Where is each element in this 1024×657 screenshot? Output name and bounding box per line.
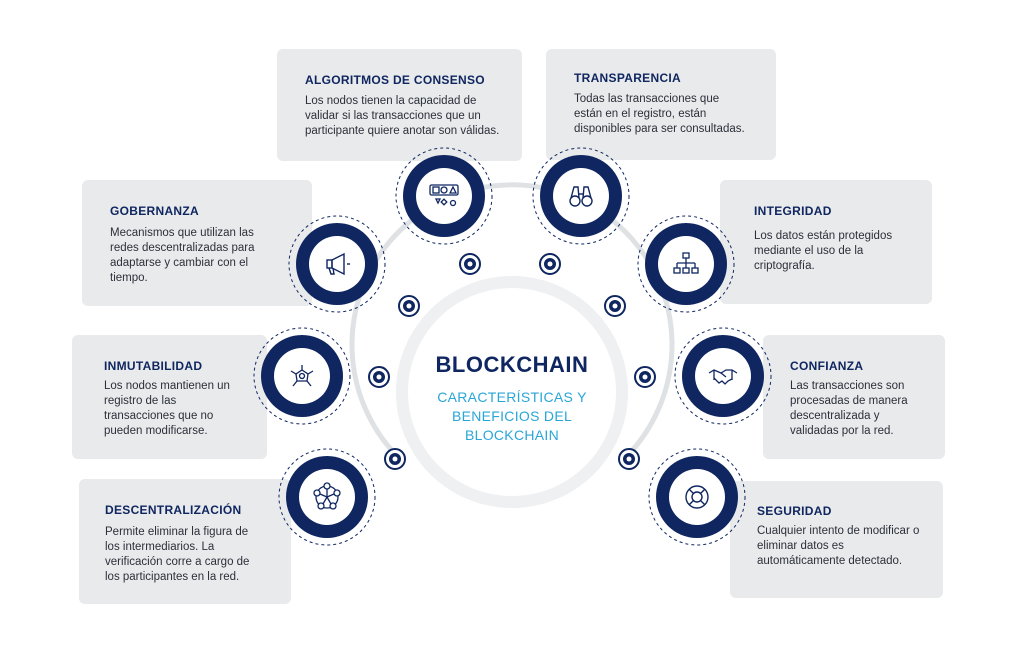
feature-title: INTEGRIDAD xyxy=(754,204,832,218)
feature-card-gobernanza: GOBERNANZA Mecanismos que utilizan las r… xyxy=(82,180,312,306)
feature-card-seguridad: SEGURIDAD Cualquier intento de modificar… xyxy=(730,481,943,598)
description-line: criptografía. xyxy=(754,260,815,272)
medallion-seguridad xyxy=(648,448,746,546)
handshake-icon xyxy=(708,369,738,385)
description-line: descentralizada y xyxy=(790,410,880,422)
subtitle-line: BLOCKCHAIN xyxy=(464,427,560,443)
feature-title: SEGURIDAD xyxy=(757,504,832,518)
description-line: Permite eliminar la figura de xyxy=(105,526,249,538)
description-line: validar si las transacciones que un xyxy=(305,110,481,122)
feature-description: Mecanismos que utilizan las redes descen… xyxy=(110,226,254,286)
megaphone-icon xyxy=(326,252,350,276)
subtitle-line: BENEFICIOS DEL xyxy=(451,408,573,424)
medallion-integridad xyxy=(637,215,735,313)
outer-arc xyxy=(349,182,675,457)
connector-dot xyxy=(459,253,481,275)
description-line: registro de las xyxy=(104,395,177,407)
feature-description: Los nodos mantienen un registro de las t… xyxy=(104,379,230,439)
description-line: adaptarse y cambiar con el xyxy=(110,257,249,269)
feature-description: Las transacciones son procesadas de mane… xyxy=(790,379,908,439)
medallion-algoritmos xyxy=(395,147,493,245)
feature-title: CONFIANZA xyxy=(790,359,864,373)
medallion-gobernanza xyxy=(288,215,386,313)
connector-dot xyxy=(368,366,390,388)
medallion-inmutabilidad xyxy=(253,327,351,425)
description-line: mediante el uso de la xyxy=(754,245,864,257)
feature-description: Los datos están protegidos mediante el u… xyxy=(754,229,892,274)
description-line: participante quiere anotar son válidas. xyxy=(305,125,500,137)
description-line: validadas por la red. xyxy=(790,425,894,437)
medallion-descentralizacion xyxy=(278,448,376,546)
description-line: Los datos están protegidos xyxy=(754,230,893,242)
description-line: Mecanismos que utilizan las xyxy=(110,227,254,239)
binoculars-icon xyxy=(569,186,593,207)
network-icon xyxy=(290,365,314,387)
center-circle-inner xyxy=(408,288,616,496)
feature-title: ALGORITMOS DE CONSENSO xyxy=(305,73,485,87)
description-line: verificación corre a cargo de xyxy=(105,556,250,568)
hierarchy-icon xyxy=(673,252,699,274)
feature-card-descentralizacion: DESCENTRALIZACIÓN Permite eliminar la fi… xyxy=(79,479,291,604)
connector-dot xyxy=(384,448,406,470)
connector-dot xyxy=(604,295,626,317)
feature-card-transparencia: TRANSPARENCIA Todas las transacciones qu… xyxy=(546,49,776,160)
center-subtitle: CARACTERÍSTICAS Y BENEFICIOS DEL BLOCKCH… xyxy=(432,388,592,445)
decentralized-network-icon xyxy=(313,482,341,510)
description-line: pueden modificarse. xyxy=(104,425,208,437)
description-line: eliminar datos es xyxy=(757,540,844,552)
feature-title: GOBERNANZA xyxy=(110,204,199,218)
medallion-confianza xyxy=(674,327,772,425)
description-line: redes descentralizadas para xyxy=(110,242,255,254)
description-line: tiempo. xyxy=(110,272,148,284)
feature-card-confianza: CONFIANZA Las transacciones son procesad… xyxy=(763,335,945,459)
feature-description: Los nodos tienen la capacidad de validar… xyxy=(305,94,499,139)
description-line: automáticamente detectado. xyxy=(757,555,903,567)
center-title: BLOCKCHAIN xyxy=(435,352,589,377)
shapes-icon xyxy=(429,184,459,207)
description-line: están en el registro, están xyxy=(574,108,707,120)
connector-dot xyxy=(539,253,561,275)
description-line: Los nodos mantienen un xyxy=(104,380,230,392)
feature-description: Todas las transacciones que están en el … xyxy=(574,92,745,137)
feature-card-algoritmos: ALGORITMOS DE CONSENSO Los nodos tienen … xyxy=(277,49,522,161)
connector-dot xyxy=(398,295,420,317)
feature-card-inmutabilidad: INMUTABILIDAD Los nodos mantienen un reg… xyxy=(72,335,267,459)
feature-description: Cualquier intento de modificar o elimina… xyxy=(757,524,919,569)
description-line: transacciones que no xyxy=(104,410,214,422)
lifebuoy-icon xyxy=(685,485,709,509)
description-line: disponibles para ser consultadas. xyxy=(574,123,745,135)
feature-title: TRANSPARENCIA xyxy=(574,71,682,85)
description-line: los participantes en la red. xyxy=(105,571,240,583)
description-line: los intermediarios. La xyxy=(105,541,215,553)
subtitle-line: CARACTERÍSTICAS Y xyxy=(437,389,587,405)
feature-card-integridad: INTEGRIDAD Los datos están protegidos me… xyxy=(720,180,932,304)
feature-description: Permite eliminar la figura de los interm… xyxy=(105,525,249,585)
connector-dot xyxy=(618,448,640,470)
connector-dot xyxy=(634,366,656,388)
medallion-transparencia xyxy=(532,147,630,245)
description-line: Cualquier intento de modificar o xyxy=(757,525,920,537)
feature-title: INMUTABILIDAD xyxy=(104,359,203,373)
description-line: Todas las transacciones que xyxy=(574,93,720,105)
feature-title: DESCENTRALIZACIÓN xyxy=(105,503,242,517)
description-line: Los nodos tienen la capacidad de xyxy=(305,95,477,107)
description-line: procesadas de manera xyxy=(790,395,908,407)
description-line: Las transacciones son xyxy=(790,380,905,392)
